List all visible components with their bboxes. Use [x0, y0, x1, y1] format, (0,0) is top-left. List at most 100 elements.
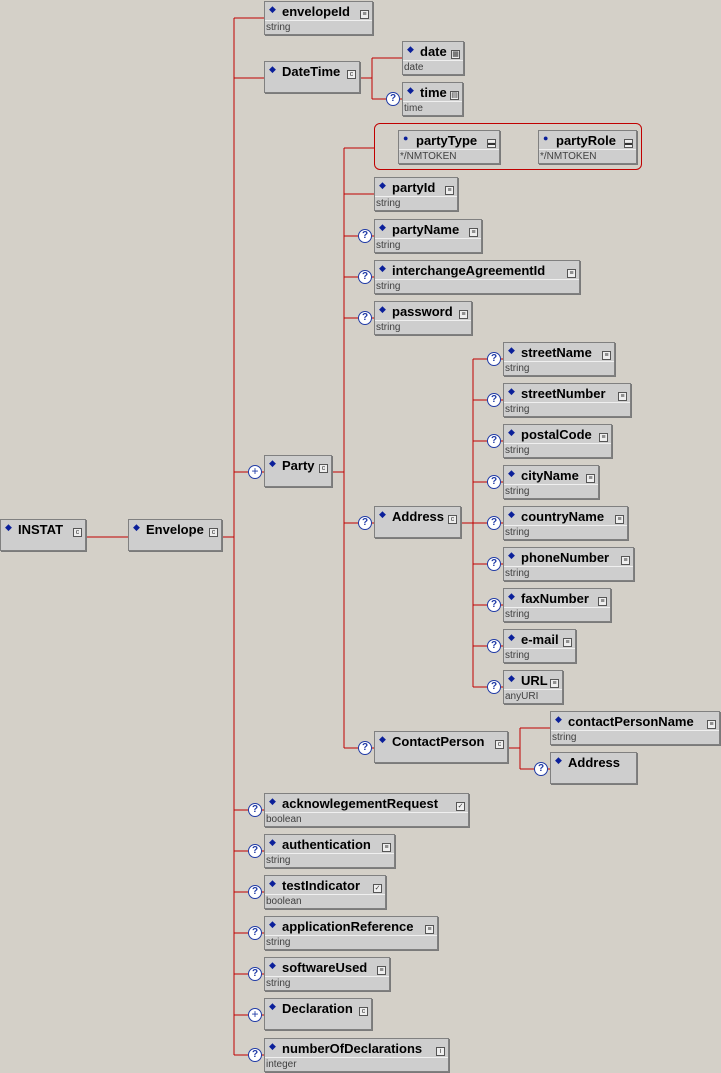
node-name: phoneNumber: [521, 550, 610, 565]
node-faxNumber[interactable]: faxNumber string ≡: [503, 588, 611, 622]
node-envelopeId[interactable]: envelopeId string ≡: [264, 1, 373, 35]
node-type: string: [376, 240, 401, 251]
optional-icon: ?: [487, 639, 501, 653]
optional-icon: ?: [487, 598, 501, 612]
node-countryName[interactable]: countryName string ≡: [503, 506, 628, 540]
node-partyId[interactable]: partyId string ≡: [374, 177, 458, 211]
element-diamond-icon: [508, 428, 517, 437]
node-type: string: [552, 732, 577, 743]
node-cityName[interactable]: cityName string ≡: [503, 465, 599, 499]
node-authentication[interactable]: authentication string ≡: [264, 834, 395, 868]
node-name: partyName: [392, 222, 460, 237]
node-numberOfDeclarations[interactable]: numberOfDeclarations integer i: [264, 1038, 449, 1072]
attr-partyRole[interactable]: partyRole */NMTOKEN ▬: [538, 130, 637, 164]
node-type: string: [376, 281, 401, 292]
element-diamond-icon: [555, 756, 564, 765]
element-diamond-icon: [379, 735, 388, 744]
attribute-dot-icon: [403, 134, 412, 143]
node-time[interactable]: time time ▤: [402, 82, 463, 116]
node-name: faxNumber: [521, 591, 589, 606]
node-softwareUsed[interactable]: softwareUsed string ≡: [264, 957, 390, 991]
simple-type-icon: ≡: [360, 10, 369, 19]
integer-icon: i: [436, 1047, 445, 1056]
optional-icon: ?: [248, 1048, 262, 1062]
element-diamond-icon: [269, 920, 278, 929]
node-postalCode[interactable]: postalCode string ≡: [503, 424, 612, 458]
optional-icon: ?: [487, 680, 501, 694]
element-diamond-icon: [379, 223, 388, 232]
simple-type-icon: ≡: [602, 351, 611, 360]
node-type: integer: [266, 1059, 297, 1070]
node-acknowlegementRequest[interactable]: acknowlegementRequest boolean ✓: [264, 793, 469, 827]
element-diamond-icon: [508, 674, 517, 683]
node-date[interactable]: date date ▦: [402, 41, 464, 75]
expand-icon[interactable]: +: [248, 1008, 262, 1022]
simple-type-icon: ≡: [459, 310, 468, 319]
node-name: softwareUsed: [282, 960, 368, 975]
node-name: cityName: [521, 468, 579, 483]
node-type: string: [266, 22, 291, 33]
clock-icon: ▤: [450, 91, 459, 100]
element-diamond-icon: [407, 86, 416, 95]
node-name: interchangeAgreementId: [392, 263, 546, 278]
node-name: acknowlegementRequest: [282, 796, 439, 811]
node-type: anyURI: [505, 691, 539, 702]
node-type: string: [505, 486, 530, 497]
node-url[interactable]: URL anyURI ≡: [503, 670, 563, 704]
simple-type-icon: ≡: [377, 966, 386, 975]
boolean-icon: ✓: [373, 884, 382, 893]
simple-type-icon: ≡: [615, 515, 624, 524]
optional-icon: ?: [487, 475, 501, 489]
node-contactPersonName[interactable]: contactPersonName string ≡: [550, 711, 720, 745]
node-type: string: [376, 198, 401, 209]
node-name: testIndicator: [282, 878, 361, 893]
node-type: boolean: [266, 814, 302, 825]
simple-type-icon: ≡: [469, 228, 478, 237]
node-streetNumber[interactable]: streetNumber string ≡: [503, 383, 631, 417]
element-diamond-icon: [508, 387, 517, 396]
element-diamond-icon: [269, 797, 278, 806]
node-partyName[interactable]: partyName string ≡: [374, 219, 482, 253]
node-name: Envelope: [146, 522, 204, 537]
node-name: partyId: [392, 180, 436, 195]
expand-icon[interactable]: +: [248, 465, 262, 479]
element-diamond-icon: [379, 305, 388, 314]
node-phoneNumber[interactable]: phoneNumber string ≡: [503, 547, 634, 581]
element-diamond-icon: [269, 1042, 278, 1051]
node-interchangeAgreementId[interactable]: interchangeAgreementId string ≡: [374, 260, 580, 294]
node-datetime[interactable]: DateTime c: [264, 61, 360, 93]
simple-type-icon: ≡: [599, 433, 608, 442]
node-type: string: [505, 527, 530, 538]
node-type: string: [505, 568, 530, 579]
optional-icon: ?: [487, 557, 501, 571]
element-diamond-icon: [508, 346, 517, 355]
node-streetName[interactable]: streetName string ≡: [503, 342, 615, 376]
optional-icon: ?: [358, 516, 372, 530]
node-name: Declaration: [282, 1001, 353, 1016]
optional-icon: ?: [487, 352, 501, 366]
attr-partyType[interactable]: partyType */NMTOKEN ▬: [398, 130, 500, 164]
node-address[interactable]: Address c: [374, 506, 461, 538]
node-name: streetNumber: [521, 386, 606, 401]
node-email[interactable]: e-mail string ≡: [503, 629, 576, 663]
node-name: Party: [282, 458, 315, 473]
simple-type-icon: ≡: [567, 269, 576, 278]
node-applicationReference[interactable]: applicationReference string ≡: [264, 916, 438, 950]
node-declaration[interactable]: Declaration c: [264, 998, 372, 1030]
optional-icon: ?: [358, 311, 372, 325]
node-testIndicator[interactable]: testIndicator boolean ✓: [264, 875, 386, 909]
node-password[interactable]: password string ≡: [374, 301, 472, 335]
node-contactPerson[interactable]: ContactPerson c: [374, 731, 508, 763]
element-diamond-icon: [269, 1002, 278, 1011]
optional-icon: ?: [248, 967, 262, 981]
optional-icon: ?: [487, 516, 501, 530]
element-diamond-icon: [555, 715, 564, 724]
node-contact-address[interactable]: Address: [550, 752, 637, 784]
attributes-box: [374, 123, 642, 170]
node-name: time: [420, 85, 447, 100]
node-envelope[interactable]: Envelope c: [128, 519, 222, 551]
node-instat[interactable]: INSTAT c: [0, 519, 86, 551]
optional-icon: ?: [386, 92, 400, 106]
element-diamond-icon: [379, 510, 388, 519]
node-party[interactable]: Party c: [264, 455, 332, 487]
